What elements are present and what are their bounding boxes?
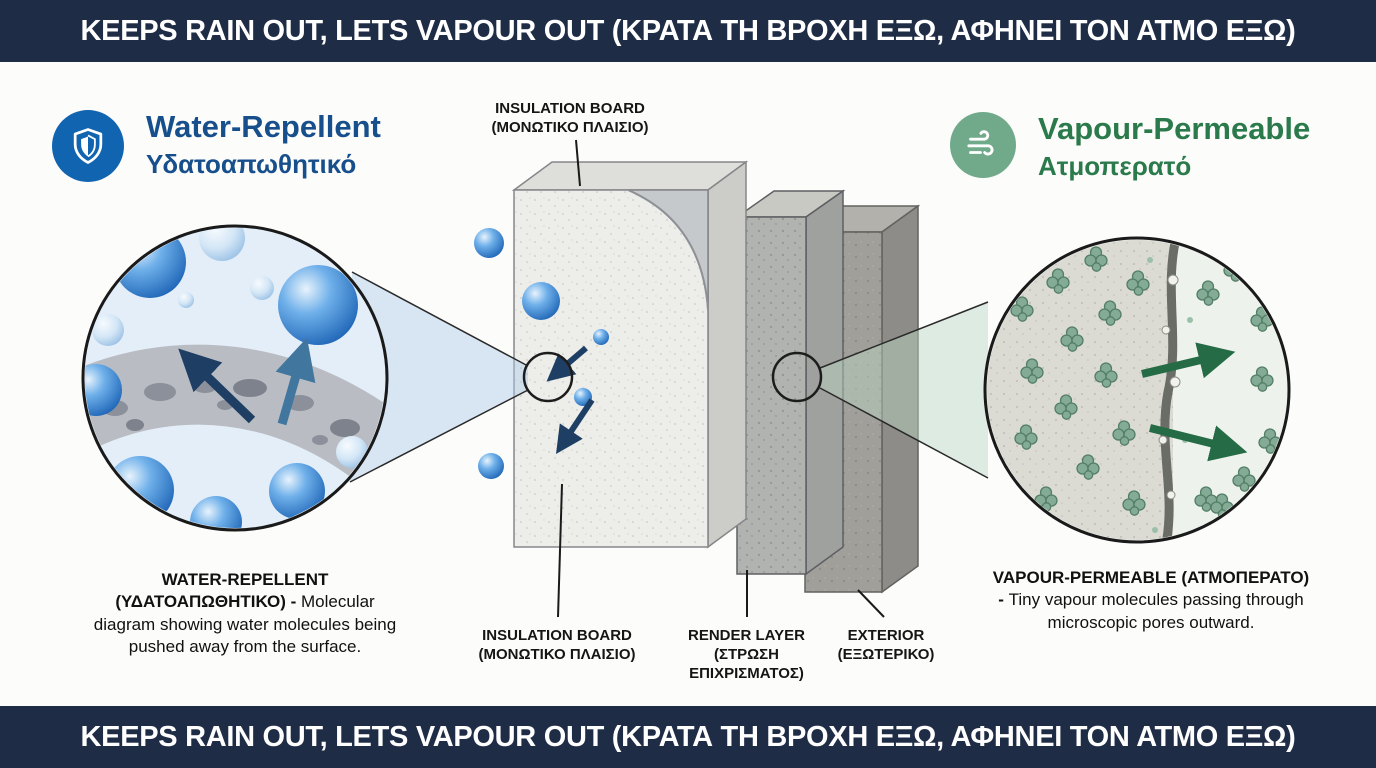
water-repellent-caption: WATER-REPELLENT (ΥΔΑΤΟΑΠΩΘΗΤΙΚΟ) - Molec… — [85, 569, 405, 659]
vapour-permeable-caption-text: Tiny vapour molecules passing through mi… — [1008, 590, 1304, 632]
label-insulation-top-line2: (ΜΟΝΩΤΙΚΟ ΠΛΑΙΣΙΟ) — [491, 118, 649, 136]
water-repellent-title: Water-Repellent — [146, 109, 381, 144]
wall-render-layer — [734, 189, 846, 576]
bottom-banner: KEEPS RAIN OUT, LETS VAPOUR OUT (ΚΡΑΤΑ Τ… — [0, 706, 1376, 768]
water-repellent-heading: Water-Repellent Υδατοαπωθητικό — [146, 109, 381, 180]
water-droplets — [474, 228, 609, 479]
label-exterior-line1: EXTERIOR — [847, 627, 925, 644]
shield-icon — [52, 110, 124, 182]
top-banner: KEEPS RAIN OUT, LETS VAPOUR OUT (ΚΡΑΤΑ Τ… — [0, 0, 1376, 62]
magnifier-cone-right — [819, 301, 989, 479]
label-insulation-top-line1: INSULATION BOARD — [495, 100, 645, 117]
label-render-line1: RENDER LAYER — [688, 627, 805, 644]
wall-assembly — [511, 160, 921, 594]
inspection-circle-left — [522, 351, 574, 403]
magnifier-cone-left — [349, 271, 529, 483]
vapour-permeable-magnifier — [983, 236, 1291, 544]
repel-arrows — [178, 337, 316, 426]
wall-insulation-board — [511, 160, 749, 549]
label-insulation-bottom: INSULATION BOARD (ΜΟΝΩΤΙΚΟ ΠΛΑΙΣΙΟ) — [447, 627, 667, 665]
label-exterior: EXTERIOR (ΕΞΩΤΕΡΙΚΟ) — [812, 627, 960, 665]
label-pointer-lines — [557, 139, 885, 618]
deflection-arrows — [546, 345, 595, 454]
label-insulation-line2: (ΜΟΝΩΤΙΚΟ ΠΛΑΙΣΙΟ) — [478, 645, 636, 663]
bottom-banner-text: KEEPS RAIN OUT, LETS VAPOUR OUT (ΚΡΑΤΑ Τ… — [80, 720, 1296, 753]
water-repellent-caption-bold: WATER-REPELLENT (ΥΔΑΤΟΑΠΩΘΗΤΙΚΟ) - — [115, 570, 329, 612]
vapour-permeable-legend: Vapour-Permeable Ατμοπερατό — [950, 111, 1311, 182]
vapour-permeable-heading: Vapour-Permeable Ατμοπερατό — [1038, 111, 1311, 182]
label-render-line2: (ΣΤΡΩΣΗ — [713, 645, 780, 663]
label-insulation-top: INSULATION BOARD (ΜΟΝΩΤΙΚΟ ΠΛΑΙΣΙΟ) — [455, 100, 685, 138]
wind-icon — [950, 112, 1016, 178]
water-repellent-legend: Water-Repellent Υδατοαπωθητικό — [52, 109, 381, 182]
vapour-permeable-subtitle: Ατμοπερατό — [1038, 151, 1192, 182]
inspection-circle-right — [771, 351, 823, 403]
label-exterior-line2: (ΕΞΩΤΕΡΙΚΟ) — [837, 645, 935, 663]
water-repellent-caption-text: Molecular diagram showing water molecule… — [93, 592, 397, 657]
vapour-permeable-caption: VAPOUR-PERMEABLE (ΑΤΜΟΠΕΡΑΤΟ) - Tiny vap… — [992, 567, 1310, 634]
top-banner-text: KEEPS RAIN OUT, LETS VAPOUR OUT (ΚΡΑΤΑ Τ… — [80, 14, 1296, 47]
permeation-arrows — [1141, 342, 1248, 462]
micro-pores — [1158, 274, 1181, 500]
vapour-permeable-caption-bold: VAPOUR-PERMEABLE (ΑΤΜΟΠΕΡΑΤΟ) - — [992, 568, 1310, 610]
label-insulation-line1: INSULATION BOARD — [482, 627, 632, 644]
label-render-line3: ΕΠΙΧΡΙΣΜΑΤΟΣ) — [689, 664, 804, 682]
water-repellent-subtitle: Υδατοαπωθητικό — [146, 149, 357, 180]
water-repellent-magnifier — [81, 224, 389, 532]
label-render-layer: RENDER LAYER (ΣΤΡΩΣΗ ΕΠΙΧΡΙΣΜΑΤΟΣ) — [664, 627, 829, 683]
vapour-permeable-title: Vapour-Permeable — [1038, 111, 1311, 146]
